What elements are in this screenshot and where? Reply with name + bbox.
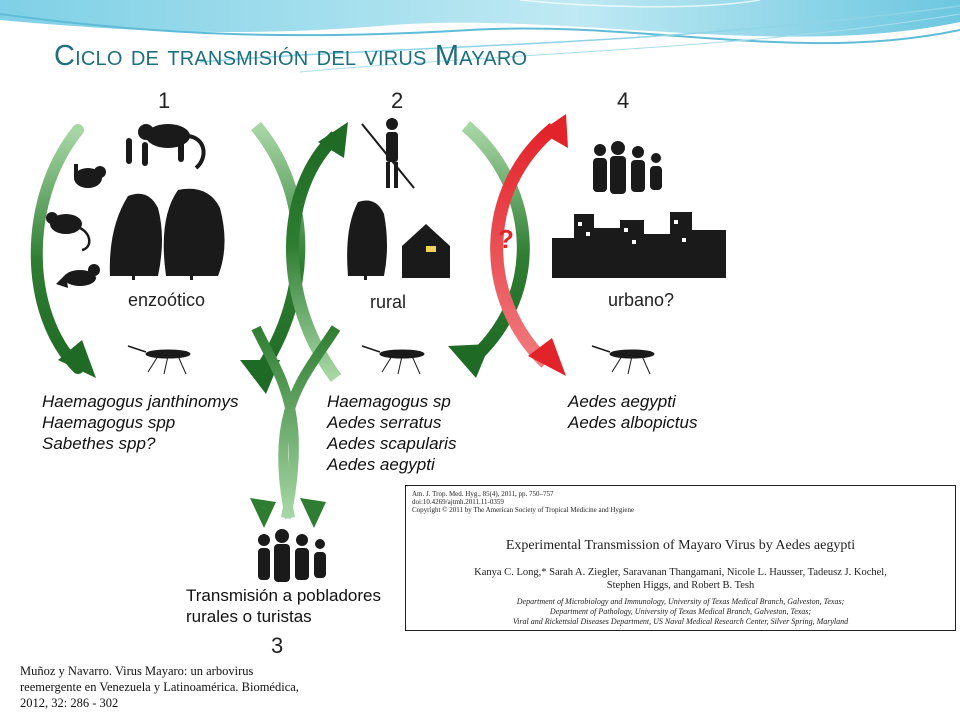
author-line: Stephen Higgs, and Robert B. Tesh bbox=[606, 580, 755, 591]
rural-trees-icon bbox=[347, 200, 387, 280]
hut-icon bbox=[402, 224, 450, 278]
transmission-line: rurales o turistas bbox=[186, 607, 312, 626]
author-line: Kanya C. Long,* Sarah A. Ziegler, Sarava… bbox=[474, 567, 887, 578]
urban-family-icon bbox=[593, 141, 662, 194]
reference-paper-inset: Am. J. Trop. Med. Hyg., 85(4), 2011, pp.… bbox=[405, 485, 956, 631]
unknown-route-mark: ? bbox=[498, 224, 514, 254]
journal-line: doi:10.4269/ajtmh.2011.11-0359 bbox=[412, 498, 504, 506]
vector-species: Aedes scapularis bbox=[327, 434, 457, 453]
vector-species: Aedes albopictus bbox=[568, 413, 698, 432]
vector-species: Haemagogus sp bbox=[327, 392, 451, 411]
affiliation-line: Viral and Rickettsial Diseases Departmen… bbox=[512, 617, 849, 626]
rodent-icon bbox=[46, 212, 91, 252]
farmer-icon bbox=[361, 118, 415, 189]
panel-number-2: 2 bbox=[391, 88, 404, 113]
monkey-icon bbox=[126, 124, 206, 170]
panel-number-4: 4 bbox=[617, 88, 630, 113]
slide-title: Ciclo de transmisión del virus Mayaro bbox=[54, 40, 528, 72]
enzootic-cycle-arrow bbox=[30, 124, 96, 378]
journal-line: Am. J. Trop. Med. Hyg., 85(4), 2011, pp.… bbox=[412, 490, 554, 498]
transmission-line: Transmisión a pobladores bbox=[186, 586, 381, 605]
sloth-icon bbox=[74, 164, 106, 188]
label-urban: urbano? bbox=[608, 290, 675, 310]
paper-affiliations: Department of Microbiology and Immunolog… bbox=[406, 597, 955, 627]
rural-mosquito-icon bbox=[361, 345, 425, 375]
source-citation: Muñoz y Navarro. Virus Mayaro: un arbovi… bbox=[20, 663, 299, 711]
cycle-artwork: ? bbox=[30, 114, 726, 582]
vector-species: Aedes aegypti bbox=[327, 455, 435, 474]
label-enzootic: enzoótico bbox=[128, 290, 206, 310]
paper-title: Experimental Transmission of Mayaro Viru… bbox=[505, 538, 856, 553]
bird-icon bbox=[56, 264, 100, 288]
enzootic-vectors-list: Haemagogus janthinomys Haemagogus spp Sa… bbox=[42, 391, 239, 454]
citation-line: 2012, 32: 286 - 302 bbox=[20, 696, 119, 710]
vector-species: Haemagogus janthinomys bbox=[42, 392, 239, 411]
forest-trees-icon bbox=[109, 188, 225, 280]
human-transmission-label: Transmisión a pobladores rurales o turis… bbox=[186, 585, 381, 627]
affiliation-line: Department of Microbiology and Immunolog… bbox=[516, 597, 845, 606]
header-wave-decoration bbox=[0, 0, 960, 73]
panel-number-3: 3 bbox=[271, 633, 284, 658]
tourists-family-icon bbox=[258, 529, 326, 582]
label-rural: rural bbox=[370, 292, 407, 312]
vector-species: Sabethes spp? bbox=[42, 434, 156, 453]
human-transmission-arrows bbox=[250, 325, 341, 528]
journal-reference: Am. J. Trop. Med. Hyg., 85(4), 2011, pp.… bbox=[412, 490, 634, 514]
vector-species: Aedes serratus bbox=[327, 413, 442, 432]
paper-authors: Kanya C. Long,* Sarah A. Ziegler, Sarava… bbox=[406, 566, 955, 592]
enzootic-mosquito-icon bbox=[127, 345, 191, 375]
citation-line: Muñoz y Navarro. Virus Mayaro: un arbovi… bbox=[20, 664, 254, 678]
panel-number-1: 1 bbox=[158, 88, 171, 113]
vector-species: Aedes aegypti bbox=[568, 392, 676, 411]
city-skyline-icon bbox=[552, 212, 726, 278]
affiliation-line: Department of Pathology, University of T… bbox=[549, 607, 812, 616]
enzootic-rural-exchange-arrows bbox=[240, 121, 348, 394]
journal-line: Copyright © 2011 by The American Society… bbox=[412, 506, 635, 514]
urban-mosquito-icon bbox=[591, 345, 655, 375]
vector-species: Haemagogus spp bbox=[42, 413, 176, 432]
rural-urban-exchange-arrows bbox=[448, 114, 568, 378]
citation-line: reemergente en Venezuela y Latinoamérica… bbox=[20, 680, 299, 694]
rural-vectors-list: Haemagogus sp Aedes serratus Aedes scapu… bbox=[327, 391, 456, 475]
urban-vectors-list: Aedes aegypti Aedes albopictus bbox=[568, 391, 697, 433]
